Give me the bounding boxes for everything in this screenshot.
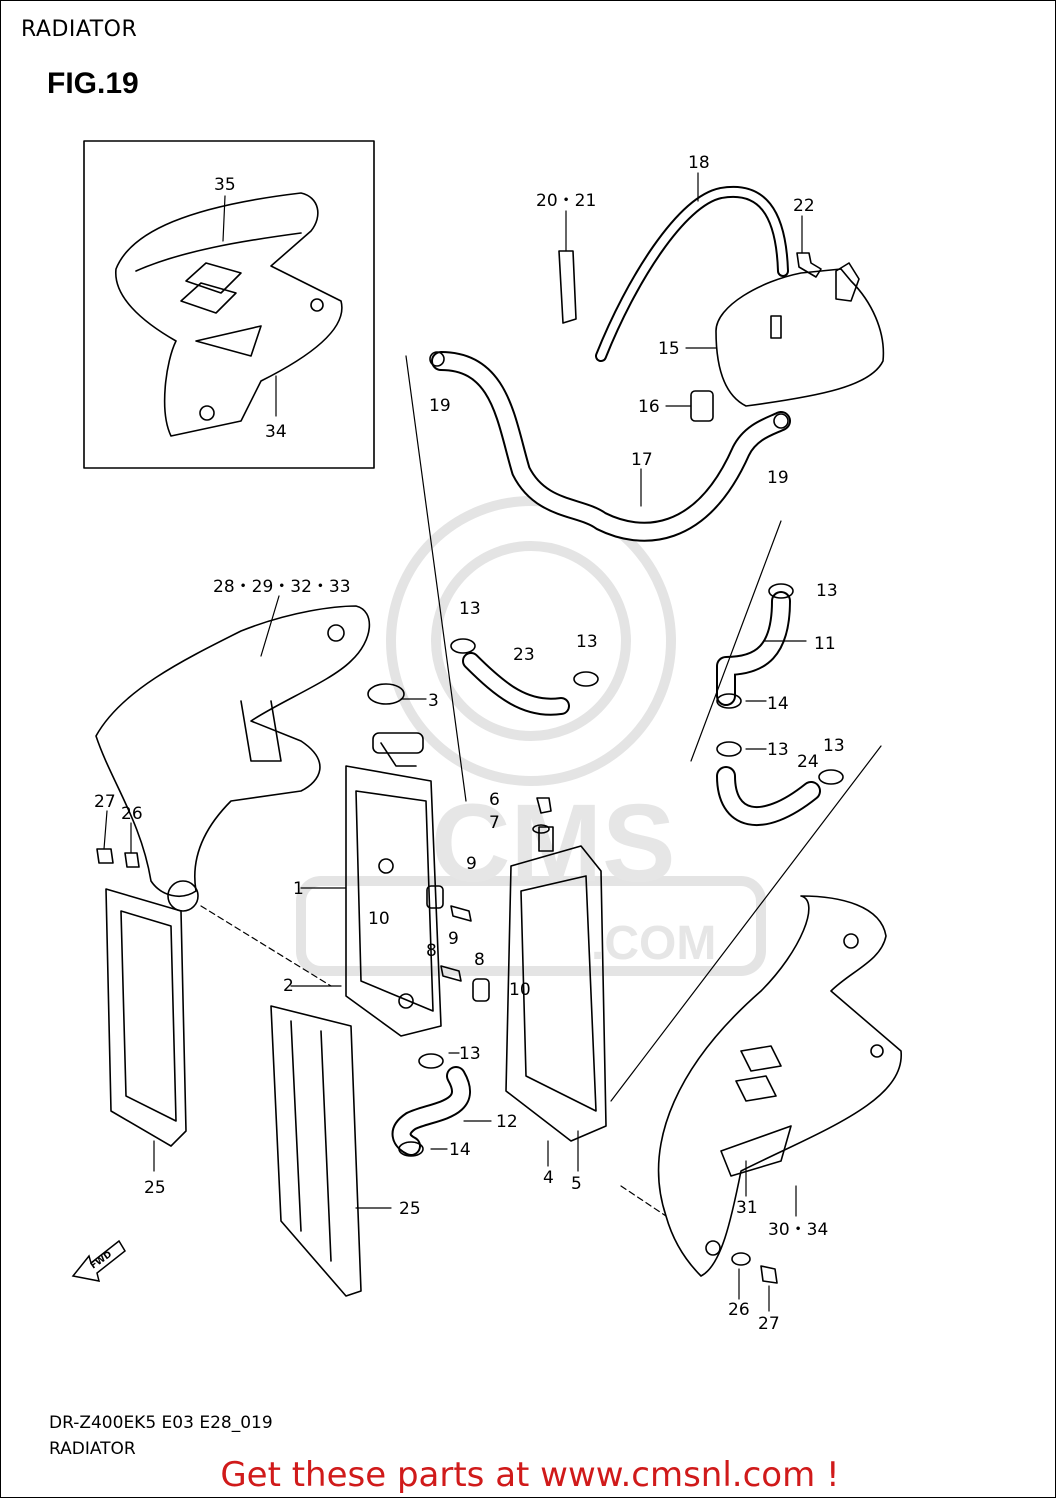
promo-link[interactable]: Get these parts at www.cmsnl.com !: [220, 1455, 840, 1495]
left-shroud-part-28: [95, 605, 371, 912]
callout-13: 13: [767, 740, 789, 760]
callout-5: 5: [571, 1174, 582, 1194]
callout-30-34: 30・34: [768, 1220, 828, 1240]
callout-19: 19: [767, 468, 789, 488]
bolt-part-27a: [96, 848, 114, 864]
callout-26: 26: [728, 1300, 750, 1320]
callout-34: 34: [265, 422, 287, 442]
washer-part-26b: [731, 1252, 751, 1266]
page-title: RADIATOR: [21, 17, 138, 42]
leader-lines: [103, 172, 882, 1312]
washer-part-7: [532, 824, 550, 834]
callout-31: 31: [736, 1198, 758, 1218]
callout-22: 22: [793, 196, 815, 216]
radiator-guard-part-25a: [105, 888, 187, 1147]
figure-number: FIG.19: [47, 67, 139, 100]
overflow-hose-part-18: [595, 185, 789, 362]
collar-part-8b: [472, 978, 490, 1002]
clamp-part-13c: [768, 583, 794, 599]
callout-13: 13: [459, 1044, 481, 1064]
clamp-part-13e: [818, 769, 844, 785]
callout-2: 2: [283, 976, 294, 996]
clamp-part-14b: [398, 1141, 424, 1157]
callout-4: 4: [543, 1168, 554, 1188]
section-caption: RADIATOR: [49, 1439, 136, 1459]
callout-19: 19: [429, 396, 451, 416]
clamp-part-13b: [573, 671, 599, 687]
shroud-decal-part-34: [115, 192, 343, 437]
reservoir-tank-part-15: [715, 262, 885, 407]
callout-18: 18: [688, 153, 710, 173]
callout-20-21: 20・21: [536, 191, 596, 211]
inset-box: [83, 140, 375, 469]
clip-part-20-21: [558, 250, 577, 324]
callout-8: 8: [474, 950, 485, 970]
fwd-arrow-icon: FWD: [71, 1239, 126, 1282]
callout-13: 13: [823, 736, 845, 756]
callout-14: 14: [767, 694, 789, 714]
model-code: DR-Z400EK5 E03 E28_019: [49, 1413, 273, 1433]
callout-1: 1: [293, 879, 304, 899]
clamp-part-14a: [716, 693, 742, 709]
callout-10: 10: [509, 980, 531, 1000]
callout-13: 13: [576, 632, 598, 652]
clamp-part-13d: [716, 741, 742, 757]
clamp-part-19b: [773, 413, 789, 429]
radiator-cap-part-3: [367, 683, 405, 705]
watermark-subtext: .COM: [591, 917, 716, 970]
callout-27: 27: [758, 1314, 780, 1334]
callouts: 35 34 18 20・21 22 15 19 16 17 19 28・29・3…: [94, 153, 845, 1334]
callout-9: 9: [466, 854, 477, 874]
bolt-part-6: [536, 797, 552, 814]
callout-12: 12: [496, 1112, 518, 1132]
clamp-part-13f: [418, 1053, 444, 1069]
callout-25: 25: [144, 1178, 166, 1198]
callout-28-29-32-33: 28・29・32・33: [213, 577, 351, 597]
radiator-left-part-1: [345, 732, 442, 1037]
callout-35: 35: [214, 175, 236, 195]
callout-15: 15: [658, 339, 680, 359]
radiator-right-part-4: [505, 826, 607, 1142]
collar-part-8a: [426, 885, 444, 909]
bolt-part-9b: [440, 965, 462, 982]
callout-16: 16: [638, 397, 660, 417]
callout-23: 23: [513, 645, 535, 665]
callout-10: 10: [368, 909, 390, 929]
callout-17: 17: [631, 450, 653, 470]
bolt-part-9a: [450, 905, 472, 922]
radiator-guard-part-25b: [270, 1005, 362, 1297]
callout-13: 13: [816, 581, 838, 601]
bolt-part-22: [796, 252, 822, 278]
callout-3: 3: [428, 691, 439, 711]
callout-9: 9: [448, 929, 459, 949]
callout-6: 6: [489, 790, 500, 810]
grommet-part-16: [690, 390, 714, 422]
callout-11: 11: [814, 634, 836, 654]
callout-25: 25: [399, 1199, 421, 1219]
callout-7: 7: [489, 813, 500, 833]
callout-26: 26: [121, 804, 143, 824]
clamp-part-19a: [429, 351, 445, 367]
watermark-logo: [296, 496, 766, 976]
bolt-part-27b: [760, 1265, 778, 1284]
washer-part-26a: [124, 852, 140, 868]
clamp-part-13a: [450, 638, 476, 654]
callout-8: 8: [426, 941, 437, 961]
callout-14: 14: [449, 1140, 471, 1160]
callout-27: 27: [94, 792, 116, 812]
callout-24: 24: [797, 752, 819, 772]
callout-13: 13: [459, 599, 481, 619]
right-shroud-part-30: [657, 895, 902, 1277]
exploded-view-drawing: CMS .COM: [1, 1, 1057, 1451]
